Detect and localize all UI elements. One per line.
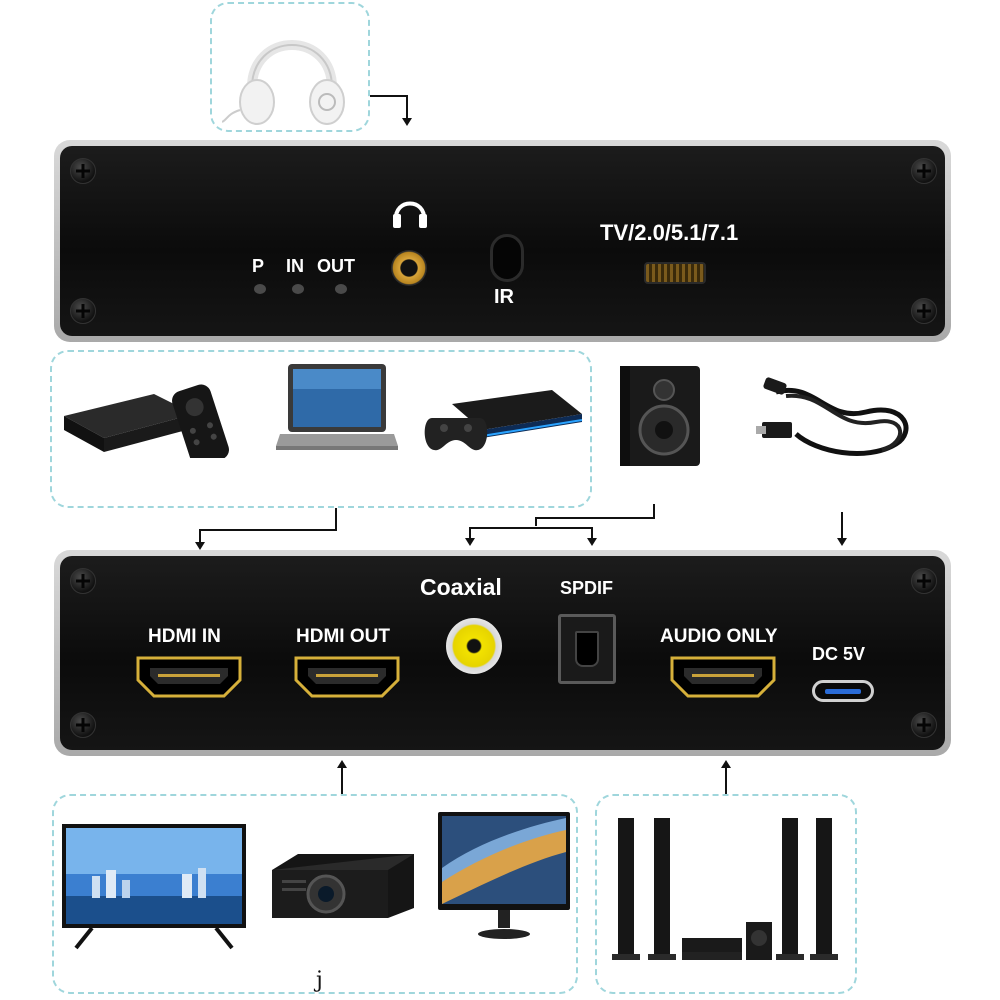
source-to-hdmi-in-arrow	[195, 508, 337, 550]
usb-c-tongue	[825, 689, 861, 694]
usb-cable-icon	[756, 377, 909, 456]
ir-label: IR	[494, 286, 514, 308]
ir-receiver	[490, 234, 524, 282]
theater-to-audio-only-arrow	[721, 760, 731, 794]
streaming-box-icon	[64, 384, 229, 458]
dc-5v-label: DC 5V	[812, 644, 866, 664]
footer-mark: j	[316, 968, 323, 993]
headphone-jack[interactable]	[391, 250, 427, 286]
source-devices-box	[50, 350, 592, 508]
display-devices-box	[52, 794, 578, 994]
coaxial-label: Coaxial	[420, 574, 502, 600]
home-theater-box	[595, 794, 857, 994]
screw	[911, 298, 937, 324]
led-power	[254, 284, 266, 294]
coaxial-port[interactable]	[446, 618, 502, 674]
dc-usb-c-port[interactable]	[812, 680, 874, 702]
headphones-source-box	[210, 2, 370, 132]
device-top-panel: P IN OUT IR TV/2.0/5.1/7.1	[54, 140, 951, 342]
led-label-in: IN	[286, 256, 304, 276]
screw	[70, 712, 96, 738]
spdif-label: SPDIF	[560, 578, 614, 598]
mode-switch[interactable]	[644, 262, 706, 284]
laptop-icon	[276, 364, 398, 450]
display-to-hdmi-out-arrow	[337, 760, 347, 794]
monitor-icon	[438, 812, 570, 939]
hdmi-out-label: HDMI OUT	[296, 626, 390, 647]
hdmi-in-label: HDMI IN	[148, 626, 221, 647]
game-console-icon	[424, 390, 583, 451]
device-bottom-panel: HDMI IN HDMI OUT Coaxial SPDIF AUDIO ONL…	[54, 550, 951, 756]
bottom-panel-face: HDMI IN HDMI OUT Coaxial SPDIF AUDIO ONL…	[60, 556, 945, 750]
led-out	[335, 284, 347, 294]
screw	[70, 298, 96, 324]
screw	[70, 568, 96, 594]
audio-only-hdmi-port[interactable]	[670, 656, 776, 698]
screw	[911, 712, 937, 738]
speaker-icon	[620, 366, 700, 466]
projector-icon	[272, 854, 414, 918]
speaker-to-audio-arrow	[465, 504, 655, 546]
usb-to-dc-arrow	[837, 512, 847, 546]
headphones-icon	[222, 40, 345, 125]
hdmi-out-port[interactable]	[294, 656, 400, 698]
tv-icon	[62, 824, 246, 950]
headphones-arrow	[370, 95, 412, 126]
screw	[911, 158, 937, 184]
screw	[911, 568, 937, 594]
headphone-jack-icon	[393, 201, 427, 228]
hdmi-in-port[interactable]	[136, 656, 242, 698]
spdif-port-opening	[575, 631, 599, 667]
audio-only-label: AUDIO ONLY	[660, 626, 778, 647]
led-label-out: OUT	[317, 256, 355, 276]
home-theater-icon	[612, 818, 838, 960]
spdif-port[interactable]	[558, 614, 616, 684]
optical-mode-label: TV/2.0/5.1/7.1	[600, 220, 739, 245]
led-in	[292, 284, 304, 294]
led-label-p: P	[252, 256, 265, 276]
top-panel-face: P IN OUT IR TV/2.0/5.1/7.1	[60, 146, 945, 336]
screw	[70, 158, 96, 184]
